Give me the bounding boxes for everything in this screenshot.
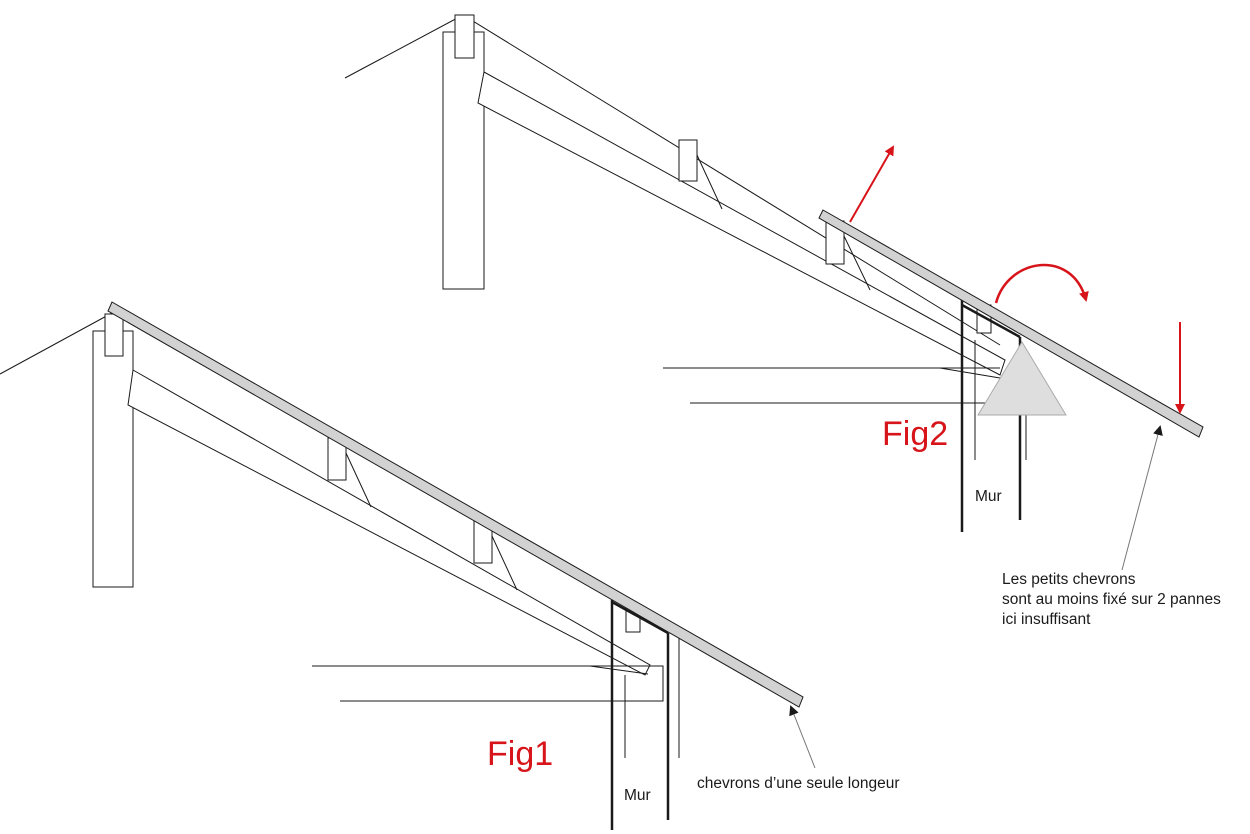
fig2-note-leader bbox=[1121, 425, 1163, 571]
fig1-label: Fig1 bbox=[487, 735, 553, 773]
fig2-note-line2: sont au moins fixé sur 2 pannes bbox=[1002, 591, 1221, 608]
fig2-king-post bbox=[442, 31, 485, 290]
fig1-king-post bbox=[92, 330, 134, 588]
fig2-note-line1: Les petits chevrons bbox=[1002, 571, 1136, 588]
fig2-cleat-1 bbox=[696, 154, 723, 210]
fig1-roof-line bbox=[0, 312, 113, 375]
fig2-rafter bbox=[477, 71, 1006, 376]
fig2-purlin-1 bbox=[678, 139, 698, 182]
fig2-rotation-arrow bbox=[994, 263, 1089, 304]
fig1-note: chevrons d’une seule longeur bbox=[697, 775, 900, 792]
fig2-structure bbox=[344, 14, 1027, 532]
fig2-ridge-purlin bbox=[454, 14, 475, 59]
fig2-cleat-2 bbox=[843, 235, 871, 291]
fig1-cleat-2 bbox=[491, 535, 518, 591]
fig1-wall-label: Mur bbox=[624, 787, 651, 804]
fig1-wall-cap bbox=[611, 600, 669, 635]
fig1-tie-beam bbox=[312, 665, 664, 702]
fig2-wall-label: Mur bbox=[975, 488, 1002, 505]
fig1-cleat-1 bbox=[345, 452, 372, 508]
fig1-rafter-foot bbox=[589, 665, 649, 675]
fig1-structure bbox=[0, 312, 680, 830]
fig2-uplift-arrow bbox=[849, 145, 894, 223]
fig2-note-line3: ici insuffisant bbox=[1002, 611, 1091, 628]
fig2-rafter-foot bbox=[939, 367, 1001, 379]
fig1-rafter bbox=[127, 369, 651, 676]
fig2-wall-cap bbox=[961, 303, 1021, 339]
fig2-label: Fig2 bbox=[882, 415, 948, 453]
fig1-note-leader bbox=[789, 705, 816, 769]
fig1-ridge-purlin bbox=[104, 313, 124, 357]
fig1-long-chevron bbox=[107, 301, 804, 708]
fig2-short-chevron bbox=[818, 209, 1204, 438]
fig2-pivot-triangle bbox=[977, 341, 1067, 416]
